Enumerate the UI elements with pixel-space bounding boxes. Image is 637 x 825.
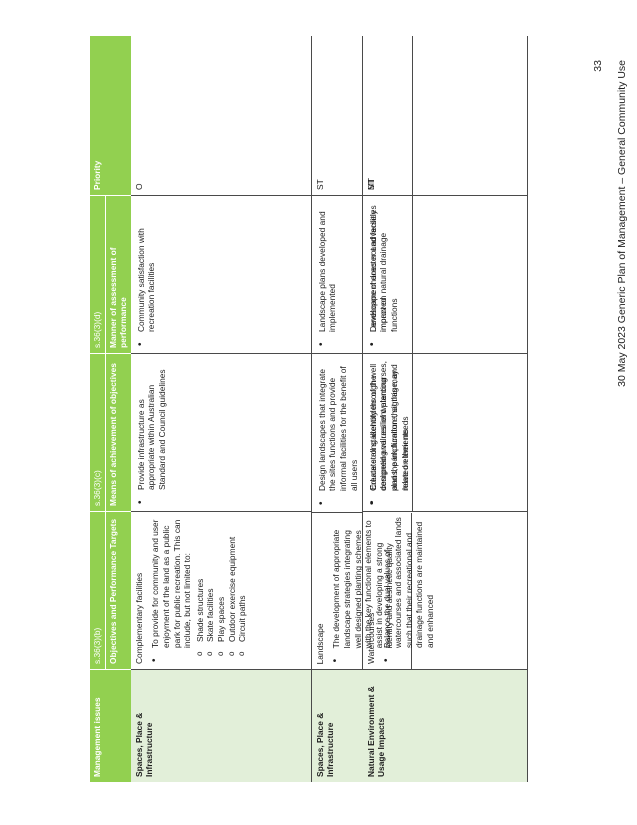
page-number: 33 (592, 60, 604, 72)
subitem: Play spaces (216, 517, 227, 656)
objective-heading: Complementary facilities (133, 572, 144, 664)
priority-cell: O (130, 36, 311, 196)
table-row: Spaces, Place & Infrastructure Complemen… (130, 36, 312, 782)
header-assessment: s.36(3)(d) Manner of assessment of perfo… (90, 196, 131, 354)
row-2-right-group: Design landscapes that integrate the sit… (311, 36, 413, 513)
assessment-cell: Landscape plans developed and implemente… (311, 196, 362, 354)
table-header-row: Management issues s.36(3)(b) Objectives … (90, 36, 131, 782)
means-cell: Provide infrastructure as appropriate wi… (130, 354, 311, 512)
objective-heading: Landscape (314, 623, 325, 665)
header-means: s.36(3)(c) Means of achievement of objec… (90, 354, 131, 512)
table-row: Natural Environment & Usage Impacts Wate… (361, 36, 528, 782)
means-cell: Educate all stakeholders of the competin… (362, 354, 527, 512)
assessment-cell: Development does not adversely impact on… (362, 196, 527, 354)
issue-cell: Natural Environment & Usage Impacts (362, 670, 527, 782)
subitem: Shade structures (195, 517, 206, 656)
means-bullet: Educate all stakeholders of the competin… (368, 359, 410, 506)
header-management-issues: Management issues (90, 670, 131, 782)
means-bullet: Design landscapes that integrate the sit… (317, 359, 359, 507)
objective-bullet: Balance the dual values of watercourses … (382, 517, 435, 664)
assessment-bullet: Development does not adversely impact on… (368, 201, 400, 348)
management-table: Management issues s.36(3)(b) Objectives … (90, 36, 528, 782)
assessment-bullet: Community satisfaction with recreation f… (136, 201, 157, 348)
header-objectives: s.36(3)(b) Objectives and Performance Ta… (90, 512, 131, 670)
means-cell: Design landscapes that integrate the sit… (312, 354, 362, 512)
means-bullet: Provide infrastructure as appropriate wi… (136, 359, 168, 506)
subitem: Circuit paths (237, 517, 248, 656)
subitem: Outdoor exercise equipment (227, 517, 238, 656)
objective-bullet: To provide for community and user enjoym… (150, 517, 192, 664)
issue-cell: Spaces, Place & Infrastructure (130, 670, 311, 782)
objective-cell: Watercourses Balance the dual values of … (362, 512, 527, 670)
priority-cell: ST (362, 36, 527, 196)
objective-subitems: Shade structures Skate facilities Play s… (195, 517, 248, 656)
page-footer: 30 May 2023 Generic Plan of Management –… (616, 60, 628, 387)
header-priority: Priority (90, 36, 131, 196)
assessment-cell: Community satisfaction with recreation f… (130, 196, 311, 354)
table-subrow: Design landscapes that integrate the sit… (311, 36, 363, 512)
objective-cell: Complementary facilities To provide for … (130, 512, 311, 670)
subitem: Skate facilities (205, 517, 216, 656)
table-row: Spaces, Place & Infrastructure Landscape… (311, 36, 413, 782)
assessment-bullet: Landscape plans developed and implemente… (317, 201, 338, 348)
priority-cell: ST (311, 36, 362, 196)
